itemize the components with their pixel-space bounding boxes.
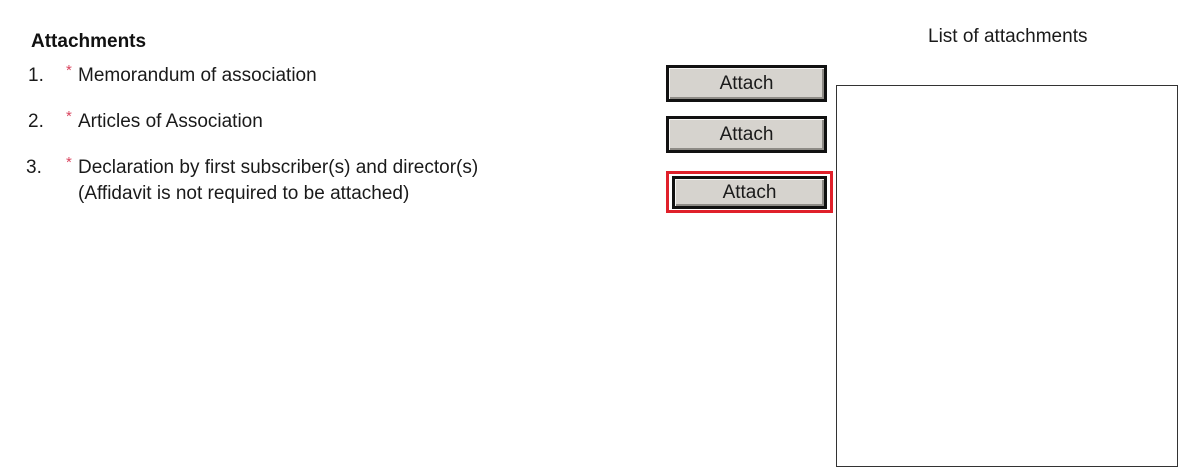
section-title: Attachments [31,31,147,52]
required-asterisk-icon: * [66,154,72,171]
item-number: 3. [26,157,42,178]
attach-articles-button[interactable]: Attach [666,116,827,153]
item-label: Memorandum of association [78,65,317,86]
item-number: 1. [28,65,44,86]
highlight-box: Attach [666,171,833,213]
item-number: 2. [28,111,44,132]
required-asterisk-icon: * [66,108,72,125]
attach-memorandum-button[interactable]: Attach [666,65,827,102]
list-title: List of attachments [928,26,1088,47]
item-label: Declaration by first subscriber(s) and d… [78,157,479,178]
item-label: Articles of Association [78,111,263,132]
attachments-listbox[interactable] [836,85,1178,467]
attach-declaration-button[interactable]: Attach [672,176,827,209]
item-sublabel: (Affidavit is not required to be attache… [78,183,410,204]
required-asterisk-icon: * [66,62,72,79]
